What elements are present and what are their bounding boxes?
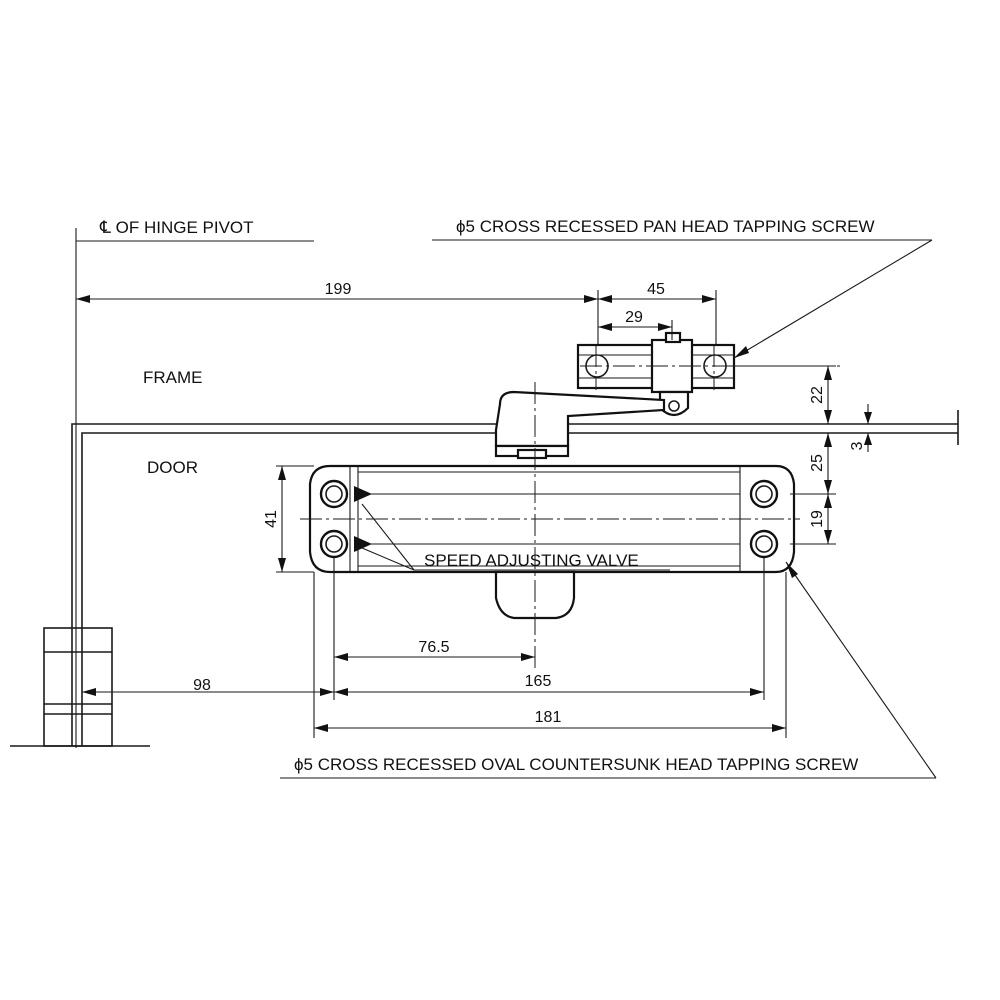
hinge — [10, 627, 150, 747]
door-label: DOOR — [147, 458, 198, 477]
dim-199: 199 — [325, 281, 352, 298]
dim-165: 165 — [525, 673, 552, 690]
extension-lines — [276, 290, 880, 738]
dim-98: 98 — [193, 677, 211, 694]
dim-76-5: 76.5 — [418, 639, 449, 656]
closer-arm — [494, 390, 666, 460]
leader-lines — [280, 239, 937, 779]
dimension-lines — [76, 295, 872, 732]
hinge-pivot-label: ℄ OF HINGE PIVOT — [99, 218, 254, 237]
closer-body — [308, 464, 796, 620]
dim-41: 41 — [263, 510, 280, 528]
dim-25: 25 — [809, 454, 826, 472]
oval-screw-label: ϕ5 CROSS RECESSED OVAL COUNTERSUNK HEAD … — [294, 755, 858, 774]
dim-22: 22 — [809, 386, 826, 404]
frame-label: FRAME — [143, 368, 203, 387]
dim-3: 3 — [849, 441, 866, 450]
frame-door-edges — [71, 410, 959, 628]
hinge-pivot-centerline — [75, 228, 314, 748]
dim-19: 19 — [809, 510, 826, 528]
speed-valve-label: SPEED ADJUSTING VALVE — [424, 551, 639, 570]
dim-29: 29 — [625, 309, 643, 326]
pan-head-screw-label: ϕ5 CROSS RECESSED PAN HEAD TAPPING SCREW — [456, 217, 875, 236]
mounting-holes — [319, 479, 779, 559]
dim-45: 45 — [647, 281, 665, 298]
dim-181: 181 — [535, 709, 562, 726]
